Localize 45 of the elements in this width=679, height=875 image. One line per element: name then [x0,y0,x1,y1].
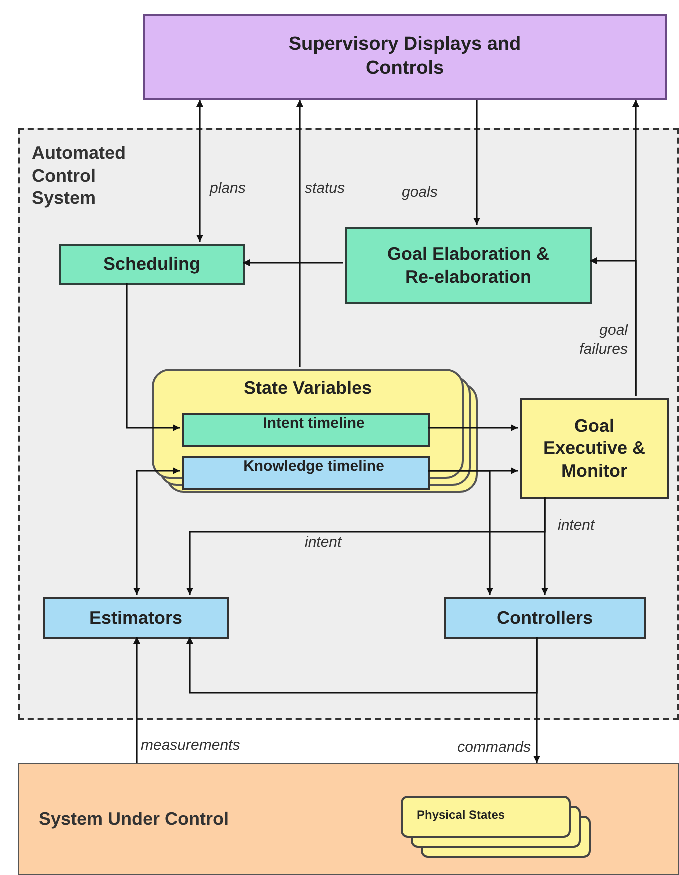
edge-label: plans [210,180,247,199]
arrow [590,258,637,396]
process-box [345,227,592,304]
edge-label: commands [456,739,531,758]
edge-label: intent [305,534,344,553]
arrow [534,637,540,763]
box-label: Goal Elaboration & Re-elaboration [386,243,551,288]
arrow [134,468,180,595]
box-label: Knowledge timeline [244,458,384,477]
process-box [143,14,667,100]
edge-label: measurements [141,737,242,756]
box-label: Goal Executive & Monitor [542,414,647,482]
arrow [428,470,494,595]
stacked-card-group [152,369,478,493]
process-box [43,597,229,639]
process-box [444,597,646,639]
timeline-box [182,413,430,447]
process-box [59,244,245,285]
arrow [542,497,548,595]
arrow [428,424,518,432]
arrow [186,637,538,694]
arrow [134,637,140,763]
stacked-card-group [401,796,591,858]
group-heading: State Variables [244,377,374,400]
system-band [18,763,679,875]
box-label: Intent timeline [263,415,365,434]
group-heading: Automated Control System [32,142,127,210]
timeline-box [182,456,430,490]
edge-label: status [305,180,346,199]
arrow [243,260,343,266]
box-label: Estimators [89,606,183,630]
edge-label: intent [558,517,596,536]
box-label: Controllers [496,606,593,630]
arrow [474,100,480,225]
arrow [126,283,180,432]
dashed-group-box [18,128,679,720]
box-label: Scheduling [103,253,200,276]
group-heading: System Under Control [39,808,230,830]
edge-label: goal failures [578,322,628,360]
arrow [196,100,204,242]
process-box [520,398,669,499]
box-label: Physical States [417,808,506,823]
arrow [296,100,304,367]
edge-label: goals [402,184,439,203]
box-label: Supervisory Displays and Controls [288,33,522,81]
